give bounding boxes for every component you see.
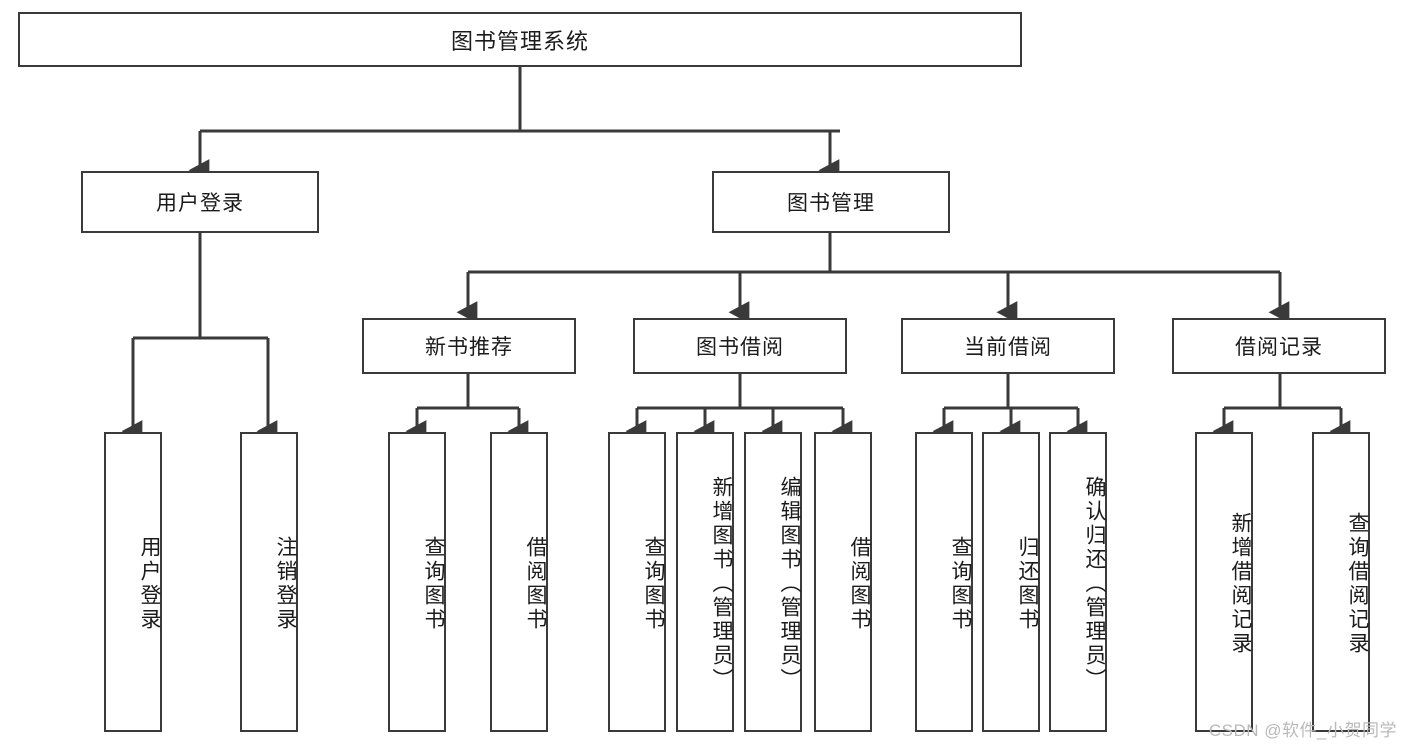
node-leaf-query-book-2-label: 查询图书 (642, 536, 665, 632)
node-current-borrow[interactable]: 当前借阅 (901, 318, 1115, 374)
node-leaf-add-book[interactable]: 新增图书（管理员） (676, 432, 734, 732)
node-root[interactable]: 图书管理系统 (18, 12, 1022, 67)
node-leaf-add-record-label: 新增借阅记录 (1229, 512, 1252, 656)
node-leaf-edit-book[interactable]: 编辑图书（管理员） (744, 432, 802, 732)
node-user-login-label: 用户登录 (156, 192, 244, 215)
node-leaf-edit-book-label: 编辑图书（管理员） (778, 476, 801, 692)
node-borrow-record-label: 借阅记录 (1235, 336, 1323, 359)
node-new-book-recommend[interactable]: 新书推荐 (362, 318, 576, 374)
node-leaf-logout[interactable]: 注销登录 (240, 432, 298, 732)
node-new-book-recommend-label: 新书推荐 (425, 336, 513, 359)
node-leaf-user-login-label: 用户登录 (138, 536, 161, 632)
node-leaf-add-record[interactable]: 新增借阅记录 (1195, 432, 1253, 732)
node-leaf-query-book-3-label: 查询图书 (949, 536, 972, 632)
node-current-borrow-label: 当前借阅 (964, 336, 1052, 359)
node-leaf-borrow-book-2-label: 借阅图书 (848, 536, 871, 632)
node-leaf-query-book-3[interactable]: 查询图书 (915, 432, 973, 732)
node-leaf-return-book-label: 归还图书 (1016, 536, 1039, 632)
node-book-manage[interactable]: 图书管理 (712, 171, 950, 233)
csdn-watermark: CSDN @软件_小贺同学 (1208, 721, 1397, 740)
node-leaf-user-login[interactable]: 用户登录 (104, 432, 162, 732)
node-leaf-logout-label: 注销登录 (274, 536, 297, 632)
node-root-label: 图书管理系统 (450, 28, 589, 54)
node-leaf-return-book[interactable]: 归还图书 (982, 432, 1040, 732)
node-leaf-add-book-label: 新增图书（管理员） (710, 476, 733, 692)
node-leaf-confirm-return-label: 确认归还（管理员） (1083, 476, 1106, 692)
node-leaf-borrow-book-1-label: 借阅图书 (524, 536, 547, 632)
node-leaf-query-record[interactable]: 查询借阅记录 (1312, 432, 1370, 732)
node-leaf-query-book-2[interactable]: 查询图书 (608, 432, 666, 732)
node-leaf-query-book-1-label: 查询图书 (422, 536, 445, 632)
node-book-manage-label: 图书管理 (787, 192, 875, 215)
node-leaf-query-book-1[interactable]: 查询图书 (388, 432, 446, 732)
node-leaf-borrow-book-1[interactable]: 借阅图书 (490, 432, 548, 732)
node-book-borrow-label: 图书借阅 (696, 336, 784, 359)
node-borrow-record[interactable]: 借阅记录 (1172, 318, 1386, 374)
node-book-borrow[interactable]: 图书借阅 (633, 318, 847, 374)
node-leaf-borrow-book-2[interactable]: 借阅图书 (814, 432, 872, 732)
node-user-login[interactable]: 用户登录 (81, 171, 319, 233)
node-leaf-query-record-label: 查询借阅记录 (1346, 512, 1369, 656)
node-leaf-confirm-return[interactable]: 确认归还（管理员） (1049, 432, 1107, 732)
